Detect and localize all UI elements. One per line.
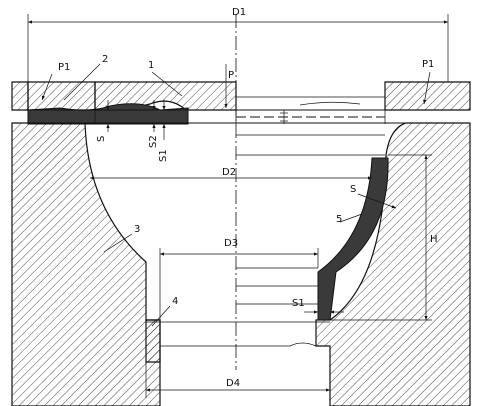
label-h: H [430, 234, 438, 245]
leader-1 [151, 71, 183, 97]
label-s2: S2 [148, 135, 159, 148]
label-s-mid: S [350, 184, 356, 195]
label-p1-left: P1 [58, 62, 70, 73]
label-p: P [228, 70, 234, 81]
ejector-left [145, 319, 161, 363]
label-part-1: 1 [148, 60, 154, 71]
lower-punch-bottom [236, 342, 317, 347]
blank-holder-left-top [27, 81, 96, 111]
leader-3 [103, 233, 133, 253]
label-part-4: 4 [172, 296, 178, 307]
leader-2 [63, 63, 101, 101]
leader-4 [151, 305, 171, 327]
label-part-3: 3 [134, 224, 140, 235]
arrow-p1-right [423, 71, 431, 105]
label-s-left: S [96, 136, 107, 142]
label-s1-bottom: S1 [292, 298, 305, 309]
die-left-body [11, 122, 161, 406]
label-p1-right: P1 [422, 59, 434, 70]
label-part-5: 5 [336, 214, 342, 225]
leader-5 [339, 213, 363, 223]
label-part-2: 2 [102, 54, 108, 65]
label-d3: D3 [224, 238, 238, 249]
label-d2: D2 [222, 167, 236, 178]
die-right-body [315, 122, 471, 406]
arrow-s-wall [357, 193, 397, 209]
label-d4: D4 [226, 378, 240, 389]
blank-holder-left [11, 81, 29, 111]
punch-wave [299, 101, 361, 106]
arrow-p1-left [41, 73, 53, 101]
label-s1-top: S1 [158, 149, 169, 162]
label-d1: D1 [232, 7, 246, 18]
